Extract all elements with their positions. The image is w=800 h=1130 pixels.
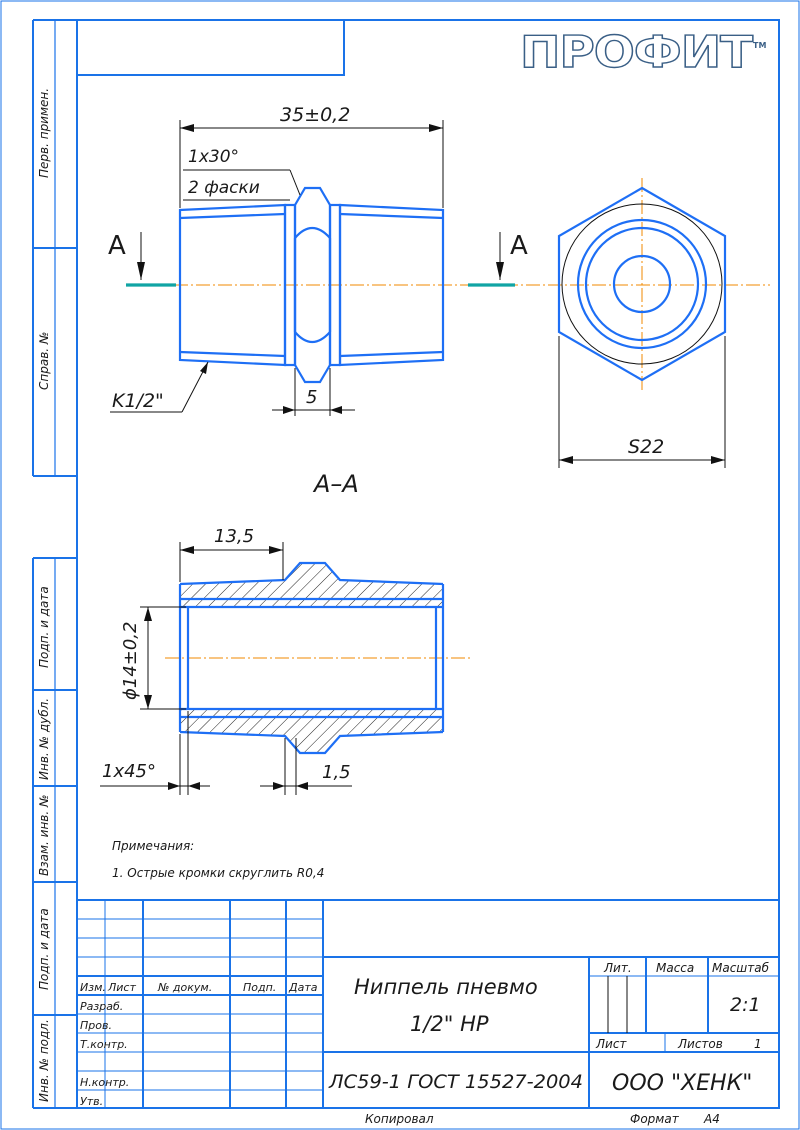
section-view: 13,5 ϕ14±0,2 1x45° 1,5 bbox=[100, 526, 470, 795]
side-label-podp-data-1: Подп. и дата bbox=[37, 586, 51, 668]
side-label-podp-data-2: Подп. и дата bbox=[37, 908, 51, 990]
title-block: Изм. Лист № докум. Подп. Дата Разраб. Пр… bbox=[77, 899, 779, 1108]
tb-row-prov: Пров. bbox=[80, 1019, 112, 1032]
tb-company: ООО "ХЕНК" bbox=[612, 1071, 752, 1096]
tb-row-utv: Утв. bbox=[80, 1095, 103, 1108]
notes-heading: Примечания: bbox=[112, 839, 194, 853]
front-view: A A 35±0,2 1x30° 2 фаски K1/2" 5 bbox=[108, 104, 770, 416]
tb-sheets-value: 1 bbox=[754, 1037, 762, 1051]
tb-row-razrab: Разраб. bbox=[80, 1000, 123, 1013]
side-labels: Перв. примен. Справ. № Подп. и дата Инв.… bbox=[37, 88, 51, 1102]
side-label-sprav-no: Справ. № bbox=[37, 332, 51, 390]
tb-col-izm: Изм. bbox=[80, 981, 106, 994]
side-label-vzam-inv-no: Взам. инв. № bbox=[37, 795, 51, 876]
dim-chamfer-2: 2 фаски bbox=[188, 178, 260, 198]
tb-col-data: Дата bbox=[288, 981, 318, 994]
dim-bore: ϕ14±0,2 bbox=[120, 622, 141, 701]
tb-lit-label: Лит. bbox=[603, 961, 632, 975]
side-label-inv-no-podl: Инв. № подл. bbox=[37, 1019, 51, 1102]
tb-scale-value: 2:1 bbox=[730, 994, 761, 1016]
brand-logo: ПРОФИТ TM bbox=[519, 26, 766, 78]
section-mark-left: A bbox=[108, 231, 126, 261]
tb-mass-label: Масса bbox=[656, 961, 694, 975]
dim-length: 35±0,2 bbox=[280, 104, 350, 126]
tb-col-dokum: № докум. bbox=[157, 981, 212, 994]
logo-tm: TM bbox=[753, 41, 766, 50]
section-mark-right: A bbox=[510, 231, 528, 261]
tb-sheet-label: Лист bbox=[595, 1037, 627, 1051]
tb-material: ЛС59-1 ГОСТ 15527-2004 bbox=[328, 1071, 583, 1093]
footer-copied: Копировал bbox=[365, 1112, 434, 1126]
dim-hex: S22 bbox=[628, 436, 664, 458]
section-title: A–A bbox=[312, 470, 359, 498]
dim-chamfer-1: 1x30° bbox=[188, 147, 239, 167]
tb-col-list: Лист bbox=[107, 981, 136, 994]
side-view: S22 bbox=[557, 178, 727, 468]
dim-collar: 5 bbox=[306, 387, 317, 408]
notes: Примечания: 1. Острые кромки скруглить R… bbox=[112, 839, 324, 880]
footer-format-label: Формат bbox=[630, 1112, 680, 1126]
tb-row-tkontr: Т.контр. bbox=[80, 1038, 128, 1051]
dim-section-hub: 13,5 bbox=[214, 526, 254, 547]
tb-row-nkontr: Н.контр. bbox=[80, 1076, 129, 1089]
dim-groove: 1,5 bbox=[322, 762, 351, 783]
dim-thread: K1/2" bbox=[112, 390, 164, 412]
footer: Копировал Формат А4 bbox=[365, 1112, 720, 1126]
dim-chamfer-45: 1x45° bbox=[102, 761, 156, 782]
side-label-perv-primen: Перв. примен. bbox=[37, 88, 51, 178]
notes-item-1: 1. Острые кромки скруглить R0,4 bbox=[112, 866, 324, 880]
tb-sheets-label: Листов bbox=[677, 1037, 723, 1051]
tb-scale-label: Масштаб bbox=[712, 961, 770, 975]
tb-col-podp: Подп. bbox=[243, 981, 276, 994]
side-label-inv-no-dubl: Инв. № дубл. bbox=[37, 698, 51, 780]
tb-name-line2: 1/2" НР bbox=[410, 1012, 489, 1036]
tb-name-line1: Ниппель пневмо bbox=[354, 975, 538, 999]
footer-format-value: А4 bbox=[703, 1112, 720, 1126]
logo-text: ПРОФИТ bbox=[520, 27, 753, 78]
